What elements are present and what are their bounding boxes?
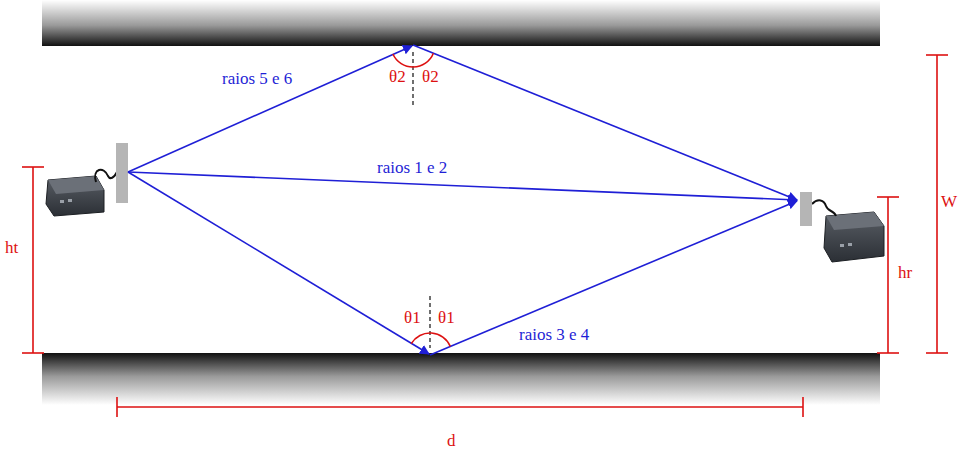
receiver-antenna [800,192,812,226]
dimension-label: hr [897,264,913,282]
ray [128,172,797,200]
normal-line [429,296,430,348]
top-wall [42,0,880,46]
ray-label: raios 3 e 4 [518,326,590,344]
ray [128,46,412,172]
ray [128,172,429,354]
ray [413,45,797,200]
receiver-router [812,200,884,262]
angle-arc [411,333,450,346]
ray-label: raios 5 e 6 [221,70,293,88]
dimension-label: W [940,193,958,211]
dimension-lines [22,55,948,417]
dimension-label: ht [4,239,19,257]
transmitter-router [46,170,117,216]
angle-label: θ2 [421,68,440,86]
angle-label: θ1 [403,309,422,327]
rays [128,45,797,355]
transmitter-antenna [116,143,128,203]
angle-label: θ1 [437,309,456,327]
angle-label: θ2 [388,68,407,86]
angle-arc [393,53,434,67]
normal-line [412,52,413,108]
dimension-label: d [446,432,457,450]
ray-label: raios 1 e 2 [376,159,448,177]
bottom-wall [42,353,880,405]
ray [430,201,797,355]
